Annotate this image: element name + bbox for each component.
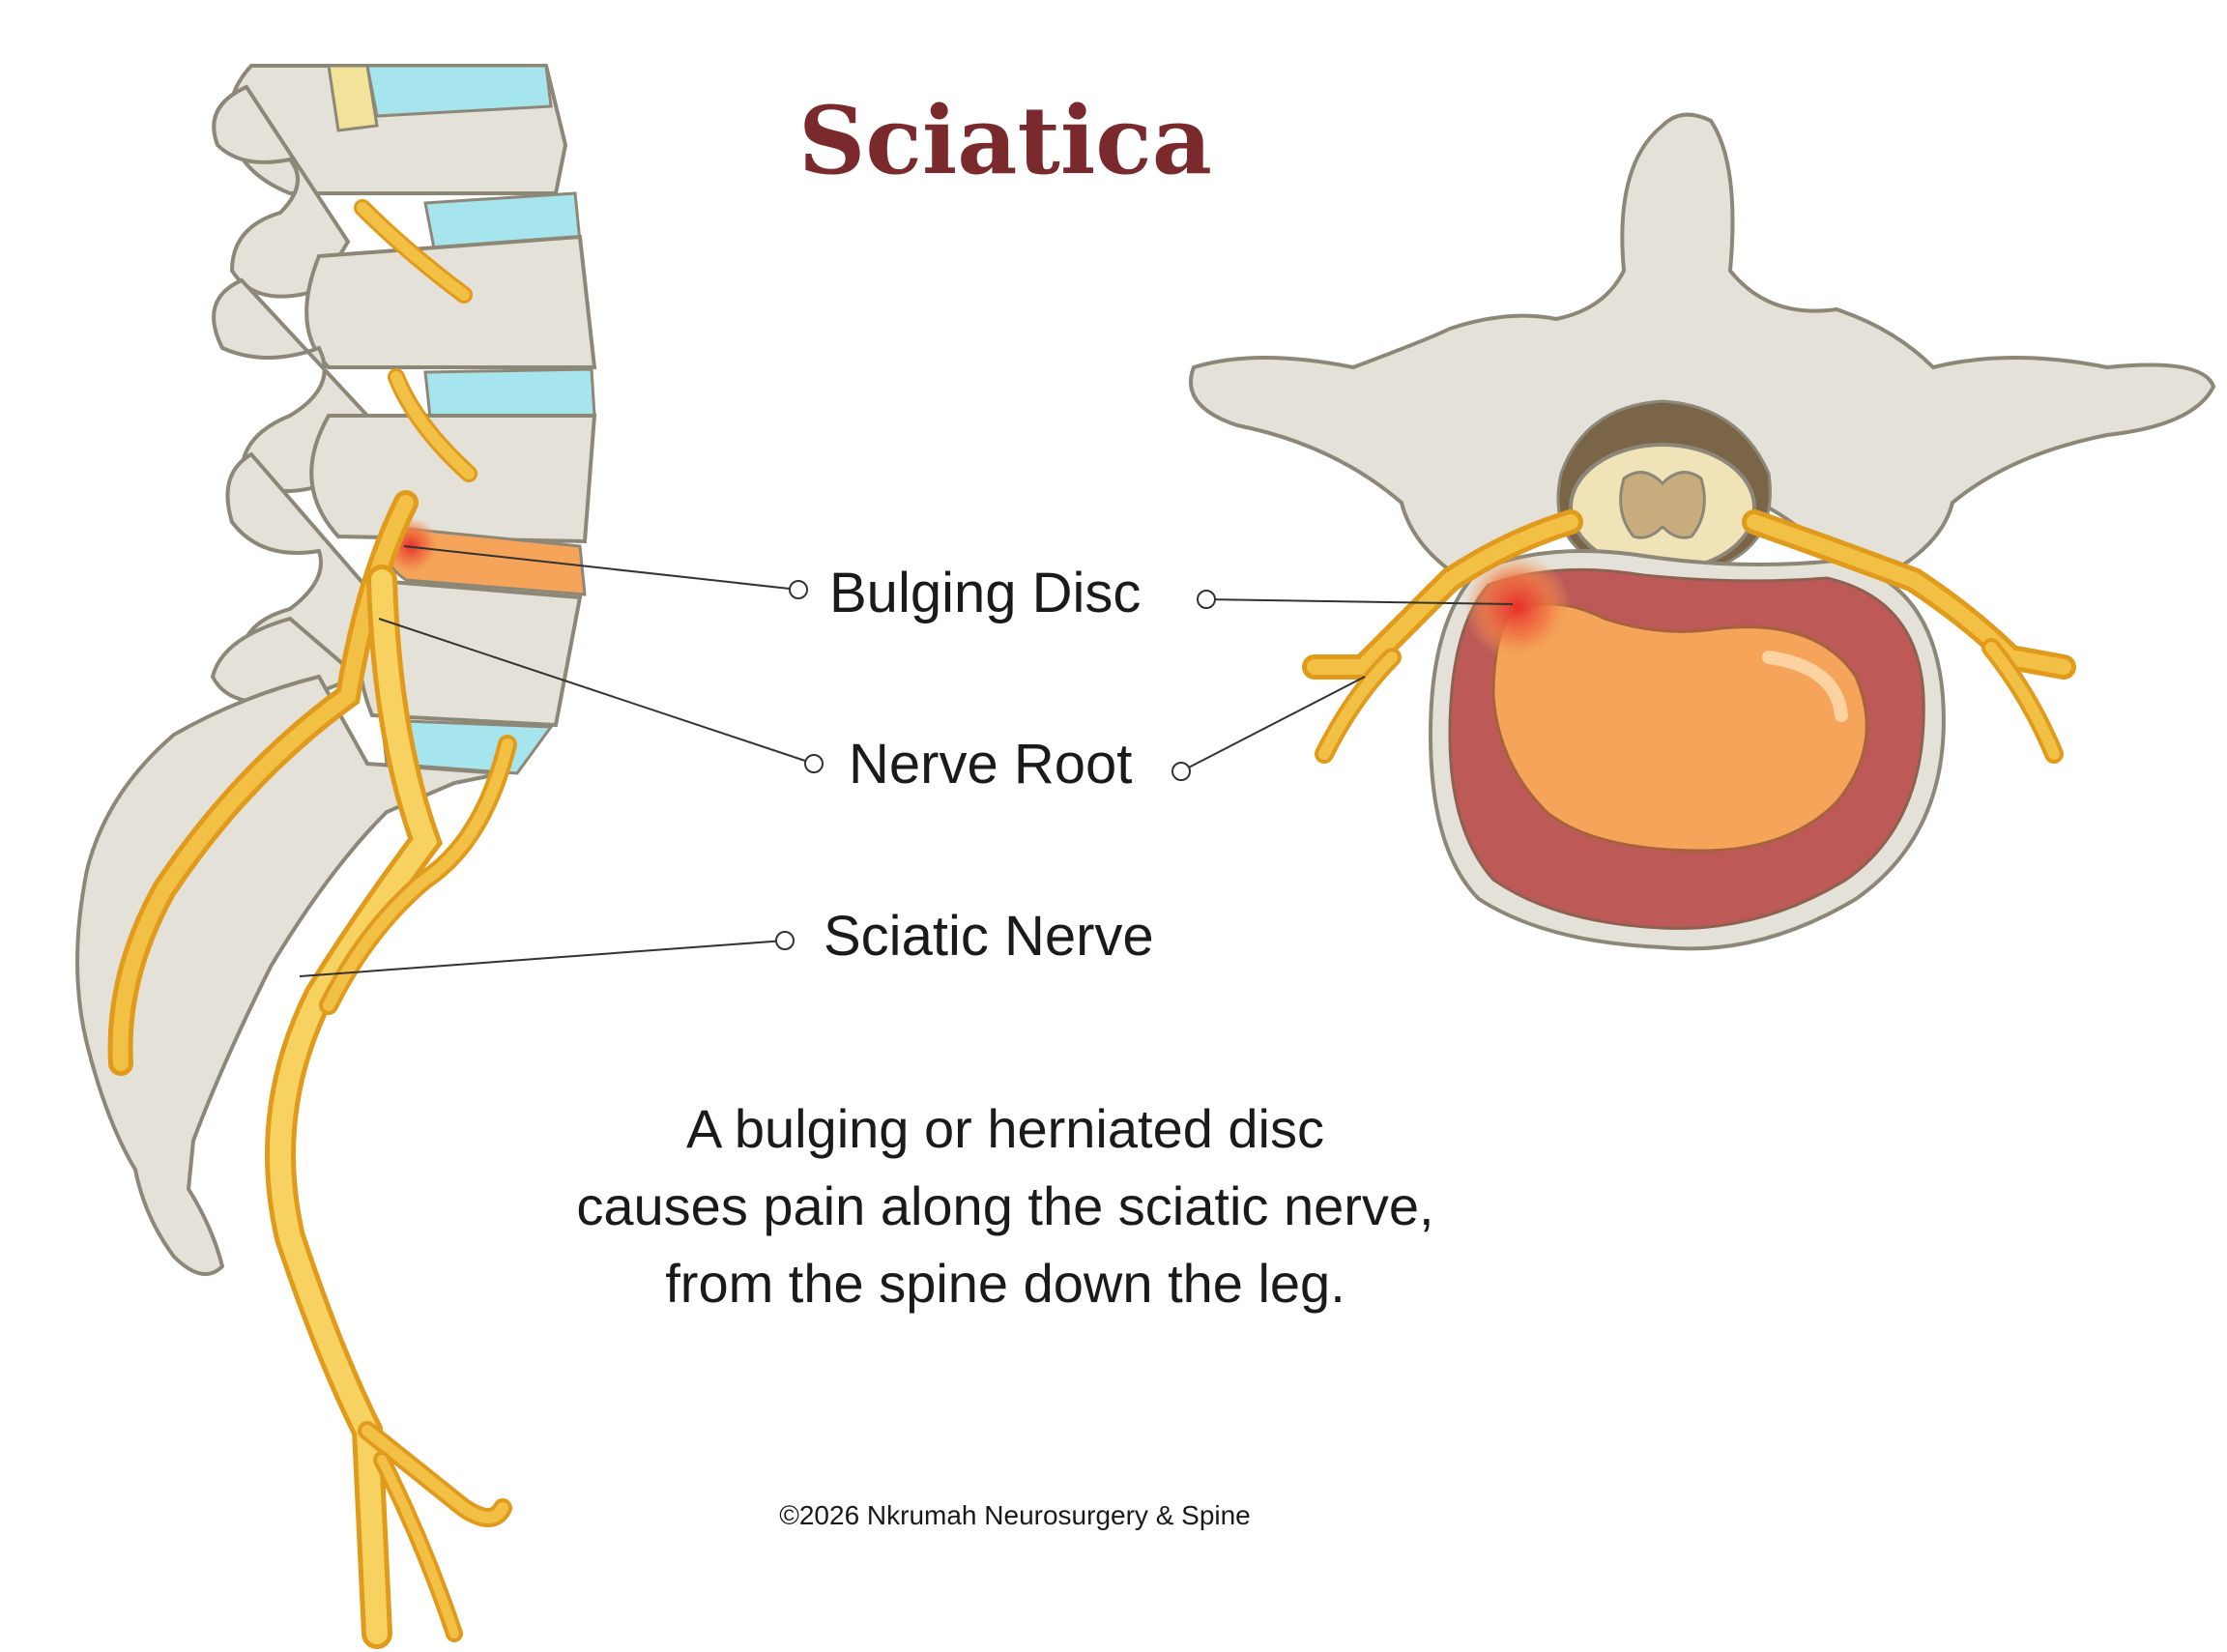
vertebra-l2 <box>304 234 597 369</box>
leader-dot <box>1171 762 1191 781</box>
herniation-hotspot <box>1464 554 1571 660</box>
sacrum <box>75 674 504 1276</box>
leader-sciatic-nerve <box>299 940 786 977</box>
copyright-notice: ©2026 Nkrumah Neurosurgery & Spine <box>779 1500 1251 1530</box>
caption-line-1: A bulging or herniated disc <box>686 1098 1324 1159</box>
caption-line-3: from the spine down the leg. <box>665 1253 1345 1314</box>
caption: A bulging or herniated disc causes pain … <box>425 1090 1585 1322</box>
leader-bulging-disc-right <box>1205 598 1514 605</box>
sciatic-nerve-lateral <box>107 490 517 1649</box>
leader-dot <box>804 754 824 773</box>
caption-line-2: causes pain along the sciatic nerve, <box>576 1175 1434 1236</box>
axial-vertebra <box>1189 112 2216 951</box>
label-sciatic-nerve: Sciatic Nerve <box>824 905 1154 968</box>
page-title: Sciatica <box>798 86 1212 195</box>
axial-nerve-roots <box>1302 509 2076 764</box>
leader-dot <box>789 580 808 599</box>
lateral-spine <box>75 64 597 1649</box>
leader-bulging-disc-left <box>403 545 799 591</box>
disc-2 <box>423 367 596 420</box>
leader-dot <box>1197 590 1216 609</box>
vertebra-l3 <box>309 414 597 544</box>
label-nerve-root: Nerve Root <box>849 733 1133 796</box>
disc-nucleus <box>1491 602 1868 853</box>
leader-lines <box>299 545 1514 977</box>
leader-dot <box>775 931 795 950</box>
leader-nerve-root-left <box>378 618 815 765</box>
label-bulging-disc: Bulging Disc <box>829 562 1142 624</box>
leader-nerve-root-right <box>1180 676 1366 772</box>
